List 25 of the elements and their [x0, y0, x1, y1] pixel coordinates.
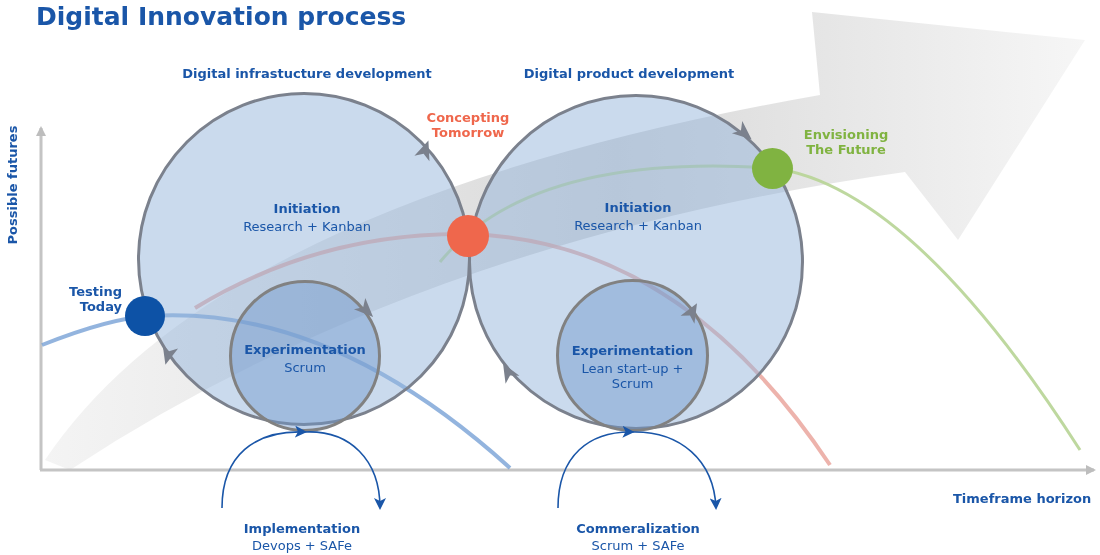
milestone-dot — [125, 296, 165, 336]
stage-title: Implementation — [242, 522, 362, 537]
arrow — [221, 426, 307, 509]
section-heading: Digital infrastucture development — [181, 67, 433, 82]
section-heading: Digital product development — [522, 67, 736, 82]
axis-label: Possible futures — [5, 125, 20, 245]
method-text: Devops + SAFe — [251, 539, 353, 554]
stage-title: Initiation — [272, 202, 342, 217]
milestone-label: Concepting Tomorrow — [425, 111, 511, 141]
arrow — [557, 426, 635, 509]
method-text: Lean start-up + Scrum — [580, 362, 685, 392]
arrow — [304, 431, 386, 510]
milestone-label: Envisioning The Future — [802, 128, 890, 158]
stage-title: Commeralization — [575, 522, 701, 537]
method-text: Research + Kanban — [573, 219, 703, 234]
milestone-label: Testing Today — [68, 285, 122, 315]
stage-title: Initiation — [603, 201, 673, 216]
method-text: Scrum — [283, 361, 327, 376]
arrow — [631, 431, 721, 510]
stage-title: Experimentation — [570, 344, 695, 359]
method-text: Research + Kanban — [242, 220, 372, 235]
diagram-title: Digital Innovation process — [36, 2, 407, 31]
method-text: Scrum + SAFe — [590, 539, 686, 554]
axis-label: Timeframe horizon — [953, 491, 1092, 506]
stage-title: Experimentation — [243, 343, 367, 358]
